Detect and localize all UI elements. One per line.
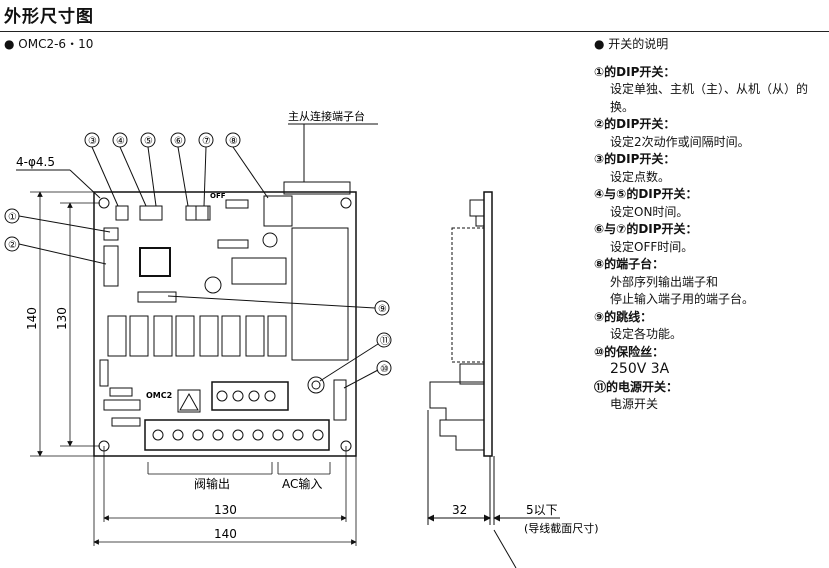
callout-9: ⑨: [378, 304, 387, 315]
front-board: [93, 181, 357, 457]
callout-2: ②: [8, 240, 17, 251]
note-2: ②的DIP开关： 设定2次动作或间隔时间。: [594, 117, 750, 149]
terminal-label: 主从连接端子台: [288, 109, 365, 123]
wire-size-note: (导线截面尺寸): [524, 521, 599, 535]
switch-notes: ● 开关的说明 ①的DIP开关： 设定单独、主机（主）、从机（从）的 换。 ②的…: [594, 36, 829, 414]
callout-11: ⑪: [380, 335, 390, 347]
note-6-7: ⑥与⑦的DIP开关： 设定OFF时间。: [594, 222, 698, 254]
ac-input-label: AC输入: [282, 476, 322, 491]
board-text-omc2: OMC2: [146, 391, 172, 400]
page-title: 外形尺寸图: [4, 7, 94, 27]
callout-7: ⑦: [202, 136, 211, 147]
callout-3: ③: [88, 136, 97, 147]
dim-width-140: 140: [214, 527, 237, 541]
note-3: ③的DIP开关： 设定点数。: [594, 152, 676, 184]
wire-size-label: 5以下: [526, 503, 558, 517]
dim-height-140: 140: [25, 307, 39, 330]
dimension-lines: [30, 191, 357, 546]
dim-depth-32: 32: [452, 503, 467, 517]
callout-5: ⑤: [144, 136, 153, 147]
side-view: [427, 191, 560, 568]
callout-10: ⑩: [380, 364, 389, 375]
model-label: ● OMC2-6・10: [4, 37, 94, 51]
note-4-5: ④与⑤的DIP开关： 设定ON时间。: [594, 187, 698, 219]
notes-heading: ● 开关的说明: [594, 37, 669, 51]
callouts-top: [4, 132, 392, 389]
note-10: ⑩的保险丝： 250V 3A: [594, 344, 670, 378]
callout-8: ⑧: [229, 136, 238, 147]
hole-label: 4-φ4.5: [16, 155, 55, 169]
note-1: ①的DIP开关： 设定单独、主机（主）、从机（从）的 换。: [594, 64, 809, 114]
note-8: ⑧的端子台： 外部序列输出端子和 停止输入端子用的端子台。: [594, 257, 755, 306]
callout-1: ①: [8, 212, 17, 223]
dim-width-130: 130: [214, 503, 237, 517]
dim-height-130: 130: [55, 307, 69, 330]
title-rule: [0, 31, 829, 32]
note-9: ⑨的跳线： 设定各功能。: [594, 309, 683, 342]
note-11: ⑪的电源开关： 电源开关: [594, 379, 679, 412]
callout-6: ⑥: [174, 136, 183, 147]
callout-4: ④: [116, 136, 125, 147]
board-text-off: OFF: [210, 192, 226, 200]
valve-output-label: 阀输出: [194, 476, 230, 491]
